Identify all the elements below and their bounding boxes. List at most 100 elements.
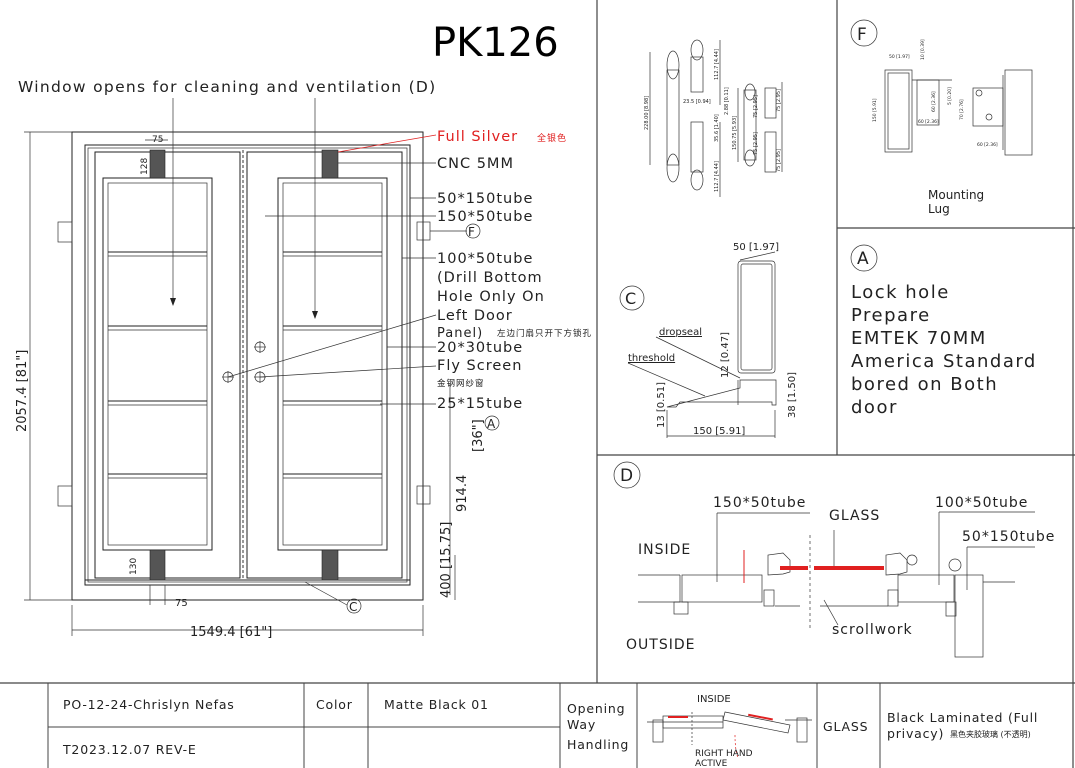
hinge-detail — [649, 39, 783, 197]
top-offset-dimension: 75 — [152, 135, 163, 145]
tube-150x50-label: 150*50tube — [713, 495, 806, 511]
lug-dim: 60 [2.36] — [977, 142, 998, 148]
opening-way-diagram: INSIDE RIGHT HAND ACTIVE — [647, 694, 812, 768]
hinge-dim: 150.75 [5.93] — [732, 116, 738, 150]
tube-100x50-note: Hole Only On — [437, 289, 545, 305]
opening-label: Way — [567, 717, 596, 732]
door-elevation: 2057.4 [81"] 1549.4 [61"] 914.4 [36"] 40… — [15, 98, 592, 640]
color-label: Color — [316, 697, 353, 712]
tube-150x50-callout: 150*50tube — [437, 209, 533, 225]
svg-text:C: C — [349, 600, 357, 614]
opening-label: Handling — [567, 737, 629, 752]
tube-100x50-note-cn: 左边门扇只开下方锁孔 — [497, 328, 592, 339]
svg-text:A: A — [487, 417, 496, 431]
marker-c: C — [304, 581, 362, 614]
fly-screen-callout: Fly Screen — [437, 358, 522, 374]
hinge-dim: 75 [2.95] — [776, 89, 782, 112]
tube-100x50-callout: 100*50tube — [437, 251, 533, 267]
svg-text:C: C — [625, 289, 636, 308]
tube-25x15-callout: 25*15tube — [437, 396, 523, 412]
pivot-block — [149, 149, 166, 179]
marker-a: A — [850, 244, 878, 272]
glass-value: privacy) — [887, 726, 944, 741]
hinge-dim: 112.7 [4.44] — [714, 161, 720, 192]
threshold-detail: C 50 [1.97] dropseal threshold 12 [0.47]… — [619, 242, 798, 438]
marker-c: C — [619, 285, 645, 311]
svg-text:F: F — [468, 225, 475, 239]
hinge-dim: 75 [2.95] — [776, 149, 782, 172]
opening-label: Opening — [567, 701, 625, 716]
hinge-dim: 23.5 [0.94] — [683, 99, 711, 105]
color-value: Matte Black 01 — [384, 697, 489, 712]
marker-d: D — [613, 461, 641, 489]
finish-callout: Full Silver — [437, 129, 518, 145]
inside-label: INSIDE — [638, 542, 691, 558]
tube-100x50-note: Panel) — [437, 326, 483, 341]
finish-callout-cn: 全银色 — [537, 132, 567, 144]
bottom-rail-dimension: 400 [15.75] — [439, 522, 454, 598]
section-detail: D INSIDE OUTSIDE 150*50tube — [613, 461, 1055, 658]
opening-inside-label: INSIDE — [697, 694, 731, 705]
glass-value: Black Laminated (Full — [887, 710, 1038, 725]
fly-screen-callout-cn: 金钢网纱窗 — [437, 378, 485, 389]
svg-text:D: D — [620, 466, 633, 486]
revision: T2023.12.07 REV-E — [62, 742, 197, 757]
subtitle: Window opens for cleaning and ventilatio… — [18, 78, 437, 96]
lug-detail: F 50 [1.97] 10 [0.39] 150 [5.91] 60 [2.3… — [850, 19, 1033, 216]
title-block: PO-12-24-Chrislyn Nefas T2023.12.07 REV-… — [47, 683, 1038, 768]
glass-pane — [814, 566, 884, 570]
lock-note-line: door — [851, 397, 898, 418]
marker-f: F — [850, 19, 878, 47]
hinge-dim: 75 [2.95] — [753, 95, 759, 118]
lock-height-mm: 914.4 — [455, 475, 470, 512]
dropseal-label: dropseal — [659, 327, 702, 338]
lug-dim: 10 [0.39] — [920, 39, 926, 60]
lug-dim: 70 [2.76] — [959, 99, 965, 120]
hinge-dim: 228.00 [8.98] — [644, 96, 650, 130]
threshold-label: threshold — [628, 353, 675, 364]
tube-50x150-label: 50*150tube — [962, 529, 1055, 545]
opening-hand-label: ACTIVE — [695, 759, 728, 768]
bottom-offset-dimension: 75 — [175, 598, 188, 609]
lug-dim: 150 [5.91] — [872, 98, 878, 122]
project-name: PO-12-24-Chrislyn Nefas — [63, 697, 235, 712]
lock-note-line: Prepare — [851, 305, 931, 326]
tube-100x50-label: 100*50tube — [935, 495, 1028, 511]
width-dim: 150 [5.91] — [693, 426, 745, 437]
lock-note-line: Lock hole — [851, 282, 950, 303]
cnc-callout: CNC 5MM — [437, 156, 514, 172]
marker-f: F — [465, 223, 481, 239]
lock-note: A Lock hole Prepare EMTEK 70MM America S… — [850, 244, 1037, 418]
threshold-top-dim: 50 [1.97] — [733, 242, 779, 253]
lock-note-line: EMTEK 70MM — [851, 328, 987, 349]
glass-label: GLASS — [823, 719, 868, 734]
lug-caption: Lug — [928, 202, 950, 216]
hinge-dim: 2.88 [0.11] — [724, 87, 730, 115]
bottom-block-dimension: 130 — [129, 558, 139, 575]
glass-label: GLASS — [829, 508, 880, 524]
height-dim: 38 [1.50] — [787, 372, 798, 418]
outside-label: OUTSIDE — [626, 637, 695, 653]
hinge-dim: 35.6 [1.40] — [714, 114, 720, 142]
lug-dim: 50 [1.97] — [889, 54, 910, 60]
lock-note-line: America Standard — [851, 351, 1037, 372]
pivot-block — [321, 149, 339, 179]
lug-dim: 60 [2.36] — [931, 91, 937, 112]
opening-hand-label: RIGHT HAND — [695, 749, 753, 759]
tube-20x30-callout: 20*30tube — [437, 340, 523, 356]
mounting-lug-icon — [57, 221, 431, 507]
glass-value-cn: 黑色夹胶玻璃 (不透明) — [950, 729, 1031, 739]
width-dimension: 1549.4 [61"] — [190, 625, 272, 640]
marker-a: A — [484, 415, 500, 431]
lock-note-line: bored on Both — [851, 374, 998, 395]
height-dimension: 2057.4 [81"] — [15, 350, 30, 432]
lock-height-in: [36"] — [471, 419, 486, 452]
scrollwork-label: scrollwork — [832, 622, 913, 638]
tube-100x50-note: (Drill Bottom — [437, 270, 543, 286]
lip-dim: 13 [0.51] — [656, 382, 667, 428]
left-door-leaf — [94, 151, 241, 579]
lug-dim: 5 [0.20] — [947, 87, 953, 105]
svg-text:F: F — [857, 25, 867, 45]
